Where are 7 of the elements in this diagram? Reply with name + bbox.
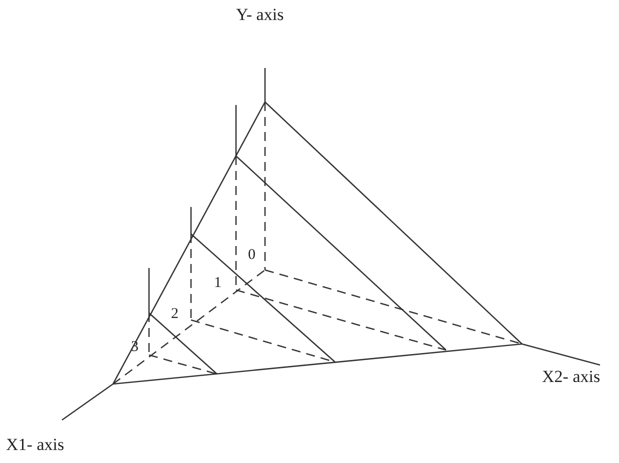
level-number: 2 xyxy=(171,307,178,322)
axis-label: X1- axis xyxy=(6,436,64,453)
level-number: 3 xyxy=(131,340,138,355)
axis-label: Y- axis xyxy=(236,6,284,23)
level-number: 1 xyxy=(214,276,222,291)
axis-label: X2- axis xyxy=(542,368,600,385)
level-number: 0 xyxy=(248,248,256,263)
